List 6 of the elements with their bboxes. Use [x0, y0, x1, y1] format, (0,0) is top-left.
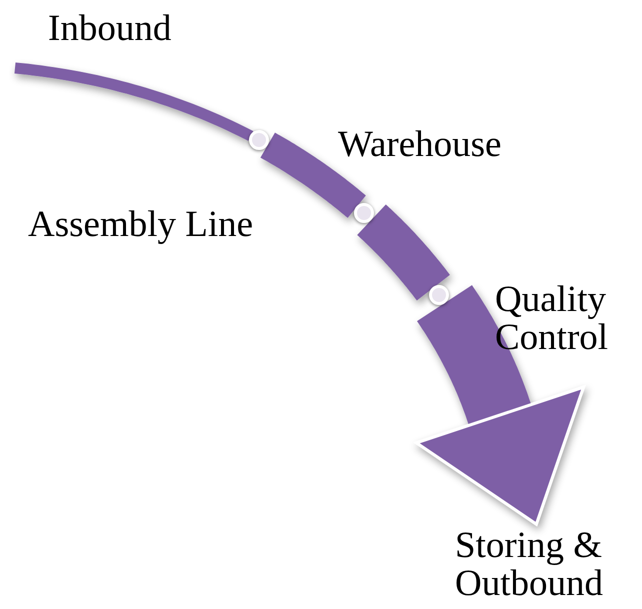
- stage-label: Storing & Outbound: [455, 527, 642, 603]
- stage-label: Inbound: [48, 10, 218, 48]
- milestone-dot: [429, 285, 449, 306]
- stage-label: Assembly Line: [28, 206, 254, 244]
- milestone-dot: [354, 203, 374, 224]
- stage-label: Warehouse: [338, 126, 502, 164]
